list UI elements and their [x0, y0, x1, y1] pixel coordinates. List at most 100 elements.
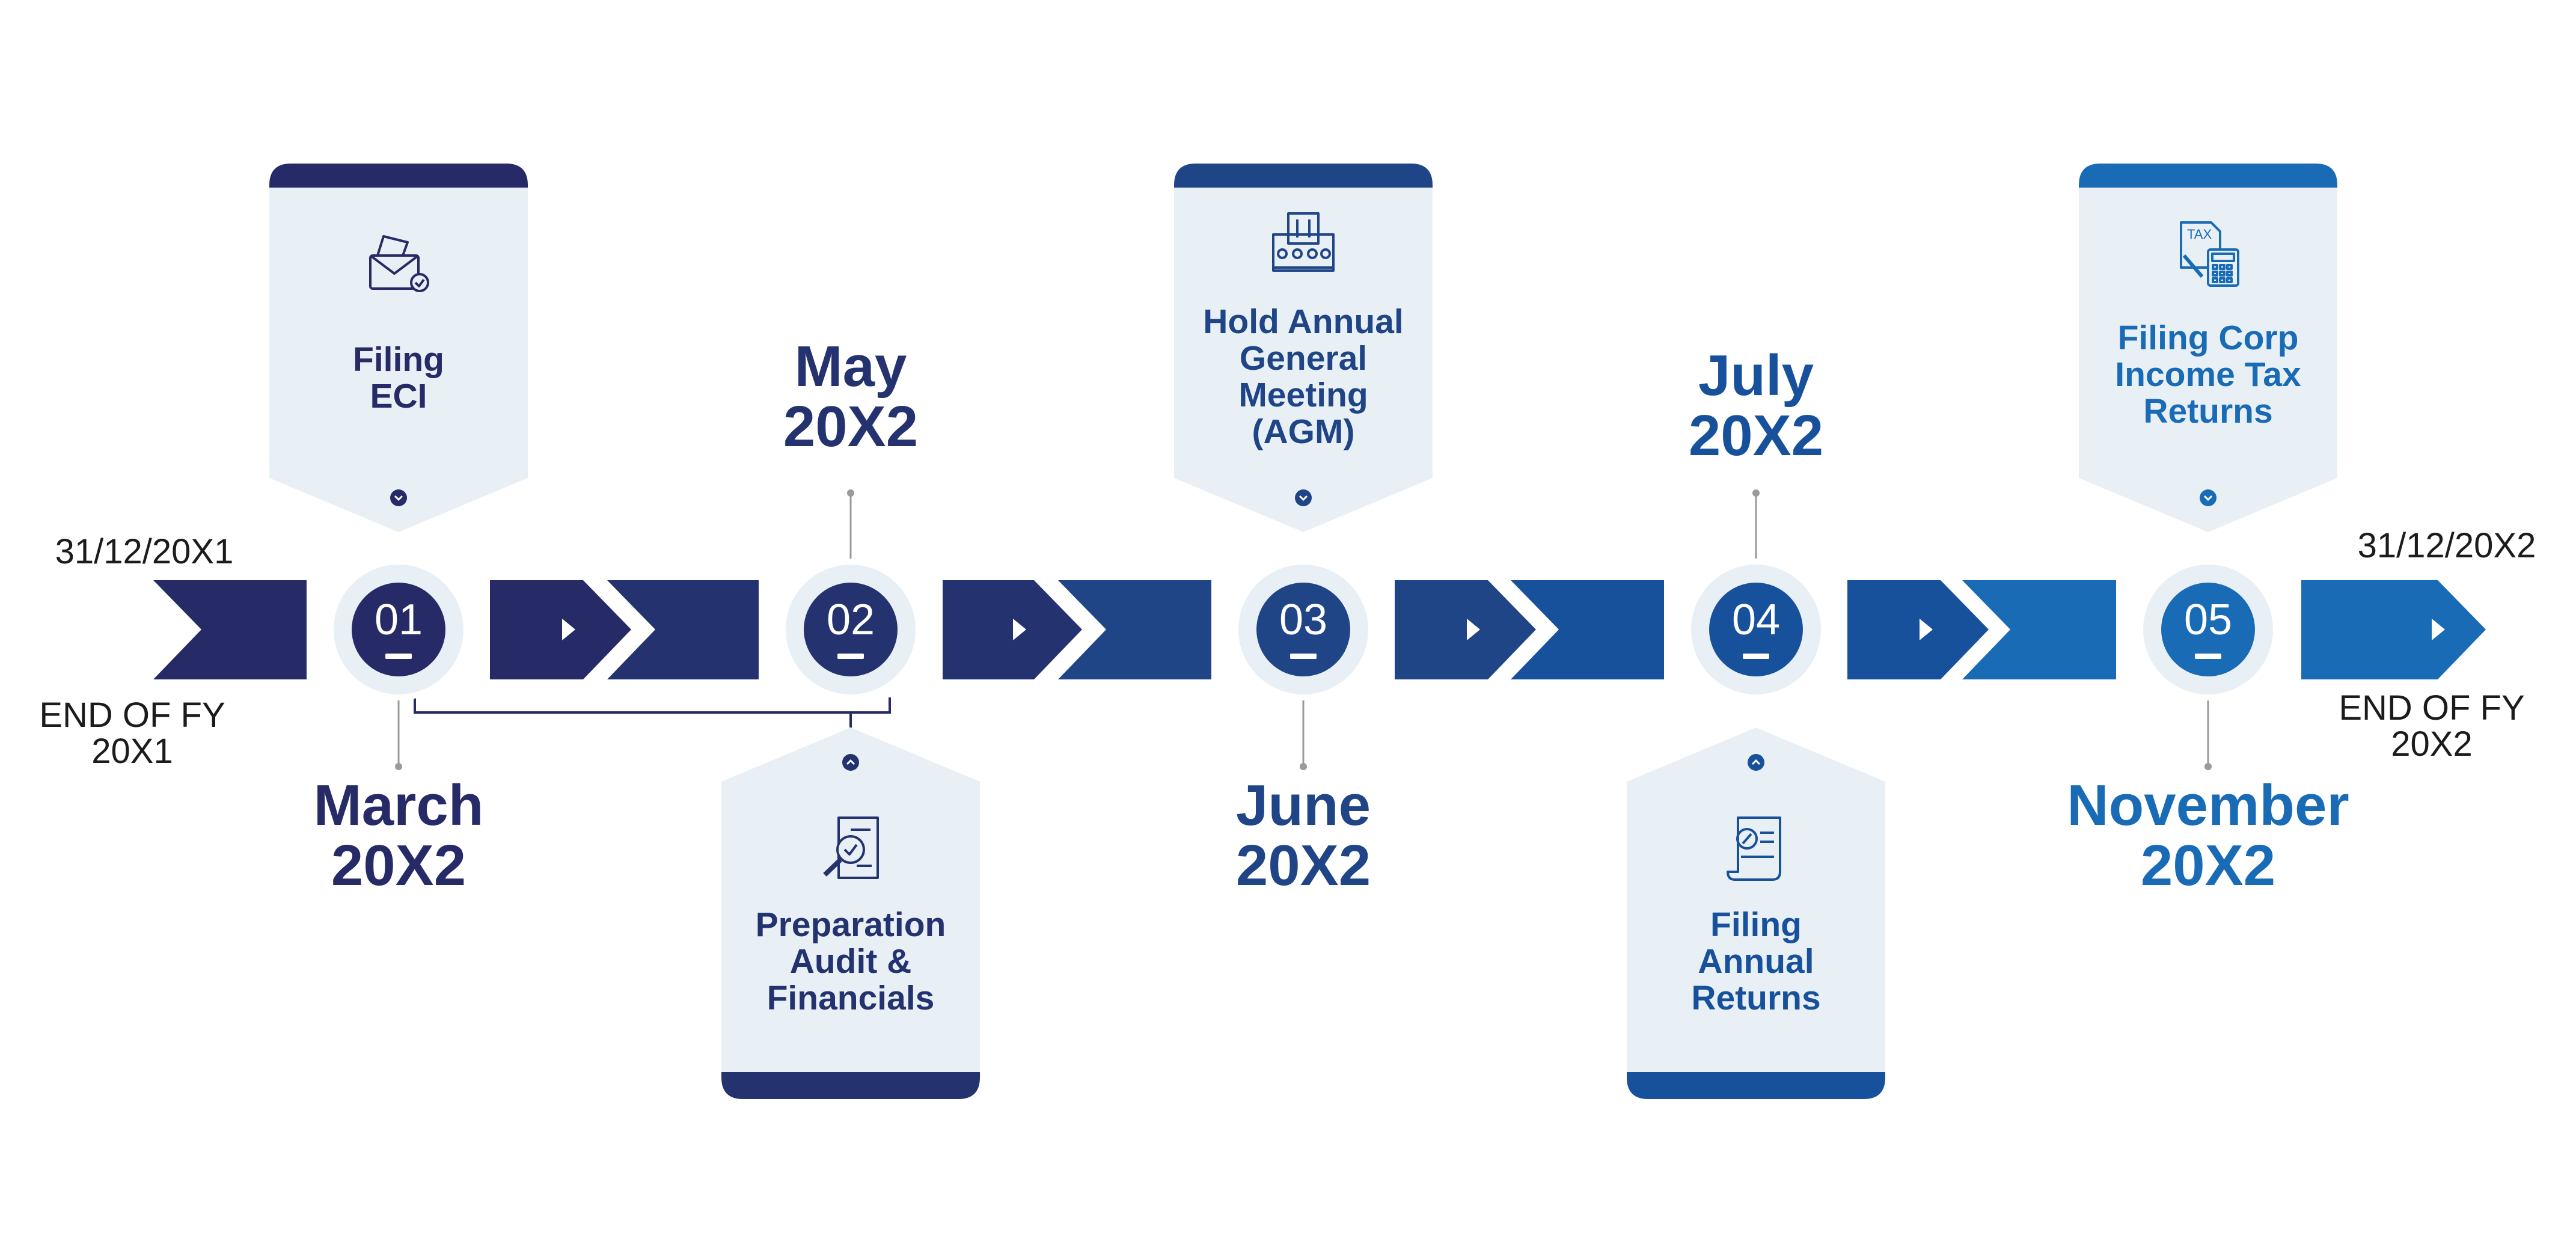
card-title-line-4-3: Returns	[1691, 979, 1821, 1017]
percent-slash	[1742, 833, 1752, 845]
card-title-line-3-1: Hold Annual	[1203, 302, 1404, 341]
document-magnifier-icon	[823, 816, 879, 879]
date-connector-dot-4	[1752, 489, 1760, 497]
scroll-shape	[1727, 816, 1781, 881]
building-shape	[1287, 212, 1320, 245]
node-number-4: 04	[1731, 596, 1781, 644]
node-dash-3	[1290, 654, 1317, 659]
milestone-date-month-5: November	[2067, 773, 2349, 838]
calculator-key	[2212, 277, 2218, 283]
end-caption-line-1: END OF FY	[2339, 688, 2525, 728]
card-body-4	[1627, 728, 1885, 1075]
end-date: 31/12/20X2	[2357, 526, 2536, 565]
arrow-marker-1	[562, 619, 575, 640]
card-body-5	[2079, 188, 2337, 532]
tax-calculator-icon: TAX	[2180, 221, 2239, 287]
card-title-line-1-1: Filing	[353, 340, 444, 379]
calculator-key	[2219, 264, 2226, 270]
milestone-date-year-4: 20X2	[1688, 403, 1824, 468]
node-number-1: 01	[374, 596, 423, 644]
chevron-down-icon-glyph	[1299, 495, 1308, 501]
percent-circle	[1736, 828, 1758, 850]
tax-text: TAX	[2187, 227, 2212, 242]
card-title-line-2-3: Financials	[766, 979, 935, 1017]
check-mark	[414, 278, 425, 287]
node-dash-2	[837, 654, 864, 659]
date-connector-dot-3	[1300, 763, 1307, 770]
date-connector-dot-1	[395, 763, 402, 770]
calculator-key	[2212, 264, 2218, 270]
arrow-segment-left-3	[1058, 580, 1211, 679]
arrow-segment-left-2	[607, 580, 759, 679]
document-page	[837, 816, 879, 879]
card-body-1	[269, 188, 528, 532]
card-title-line-2-1: Preparation	[755, 905, 946, 944]
calculator-key	[2226, 264, 2233, 270]
arrow-marker-4	[1920, 619, 1933, 640]
card-cap-4	[1627, 1072, 1885, 1099]
milestone-date-month-3: June	[1235, 773, 1371, 838]
attendee-head-2	[1292, 248, 1303, 259]
check-badge	[410, 273, 429, 292]
card-cap-2	[721, 1072, 980, 1099]
card-cap-1	[269, 164, 528, 191]
arrow-marker-3	[1467, 619, 1480, 640]
card-title-line-3-4: (AGM)	[1252, 412, 1355, 451]
milestone-nodes	[328, 559, 2279, 700]
calculator-key	[2212, 271, 2218, 277]
card-title-line-1-2: ECI	[370, 377, 427, 415]
node-circle-1	[352, 583, 445, 676]
bracket-connector	[414, 697, 891, 714]
chevron-up-icon-glyph	[846, 759, 855, 765]
card-title-line-3-2: General	[1239, 339, 1368, 378]
attendee-head-1	[1277, 248, 1288, 259]
end-caption-line-2: 20X2	[2391, 724, 2473, 764]
node-number-5: 05	[2183, 596, 2233, 644]
card-cap-3	[1174, 164, 1433, 191]
magnifier-handle	[823, 858, 842, 877]
card-title-line-4-1: Filing	[1710, 905, 1802, 944]
card-cap-5	[2079, 164, 2337, 191]
percent-scroll-icon	[1727, 816, 1781, 881]
node-number-2: 02	[826, 596, 875, 644]
milestone-date-year-5: 20X2	[2140, 833, 2276, 898]
arrow-segment-right-4	[1847, 580, 1989, 679]
arrow-segment-right-5	[2301, 580, 2486, 679]
attendee-head-4	[1320, 248, 1331, 259]
meeting-building-icon	[1272, 212, 1335, 272]
card-title-line-4-2: Annual	[1698, 942, 1814, 981]
envelope-flap	[369, 254, 420, 275]
node-circle-2	[804, 583, 898, 676]
card-title-line-5-2: Income Tax	[2115, 355, 2301, 394]
node-circle-5	[2161, 583, 2255, 676]
check-mark	[843, 844, 858, 856]
node-dash-1	[385, 654, 412, 659]
milestone-cards: TAX	[269, 164, 2337, 1099]
card-title-line-5-3: Returns	[2143, 392, 2273, 430]
arrow-segment-left-5	[1962, 580, 2116, 679]
milestone-date-year-3: 20X2	[1235, 833, 1371, 898]
calculator-key	[2219, 277, 2226, 283]
chevron-up-icon	[1748, 754, 1764, 771]
connector-lines	[395, 489, 2212, 770]
card-title-line-2-2: Audit &	[789, 942, 912, 981]
pencil-shape	[2182, 254, 2204, 278]
chevron-down-icon-glyph	[2203, 495, 2213, 501]
magnifier-lens	[836, 835, 865, 864]
arrow-segment-right-3	[1395, 580, 1536, 679]
card-title-line-5-1: Filing Corp	[2117, 319, 2299, 357]
envelope-shape	[369, 254, 420, 290]
milestone-date-month-2: May	[794, 334, 907, 399]
node-dash-5	[2195, 654, 2221, 659]
calculator-key	[2226, 277, 2233, 283]
calculator-key	[2219, 271, 2226, 277]
arrow-band	[153, 580, 2486, 679]
start-caption-line-1: END OF FY	[39, 696, 225, 735]
envelope-document-icon	[369, 235, 429, 292]
arrow-segment-left-4	[1511, 580, 1664, 679]
start-caption-line-2: 20X1	[91, 732, 173, 771]
card-title-line-3-3: Meeting	[1238, 376, 1368, 414]
milestone-date-year-2: 20X2	[783, 394, 919, 459]
node-circle-4	[1709, 583, 1803, 676]
